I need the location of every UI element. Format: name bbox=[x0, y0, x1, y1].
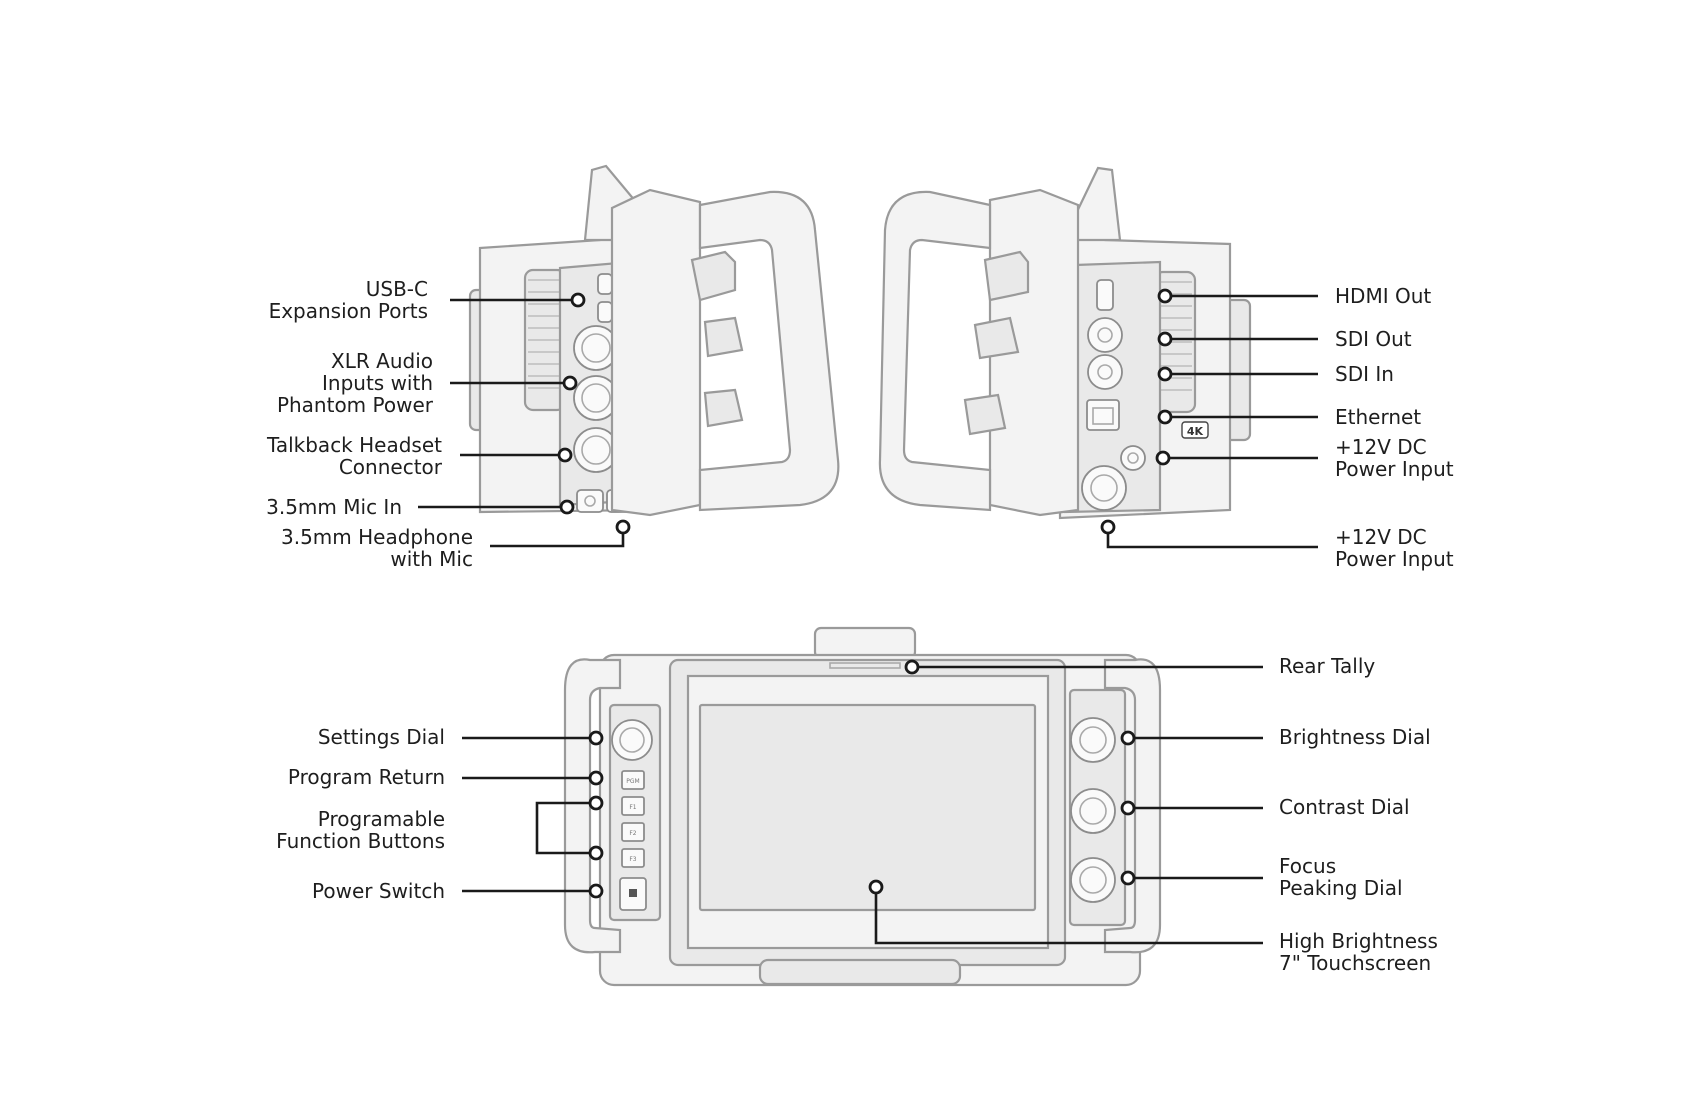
hdmi-out-label: HDMI Out bbox=[1335, 284, 1432, 308]
rear-tally-label: Rear Tally bbox=[1279, 654, 1376, 678]
contrast-dial-label: Contrast Dial bbox=[1279, 795, 1410, 819]
right-side-view: 4K bbox=[878, 166, 1252, 520]
power-switch-label: Power Switch bbox=[312, 879, 445, 903]
brightness-dial-label: Brightness Dial bbox=[1279, 725, 1431, 749]
mic-in-label: 3.5mm Mic In bbox=[266, 495, 402, 519]
monitor-front-view: PGM F1 F2 F3 bbox=[563, 626, 1162, 987]
four-k-badge: 4K bbox=[1187, 425, 1204, 438]
settings-dial-label: Settings Dial bbox=[317, 725, 445, 749]
f3-button-label: F3 bbox=[629, 856, 636, 863]
sdi-in-label: SDI In bbox=[1335, 362, 1394, 386]
leader-lines bbox=[418, 288, 1318, 945]
ethernet-label: Ethernet bbox=[1335, 405, 1422, 429]
left-side-view bbox=[468, 164, 840, 517]
pgm-button-label: PGM bbox=[626, 778, 639, 785]
sdi-out-label: SDI Out bbox=[1335, 327, 1412, 351]
program-return-label: Program Return bbox=[287, 765, 445, 789]
f2-button-label: F2 bbox=[629, 830, 636, 837]
f1-button-label: F1 bbox=[629, 804, 636, 811]
